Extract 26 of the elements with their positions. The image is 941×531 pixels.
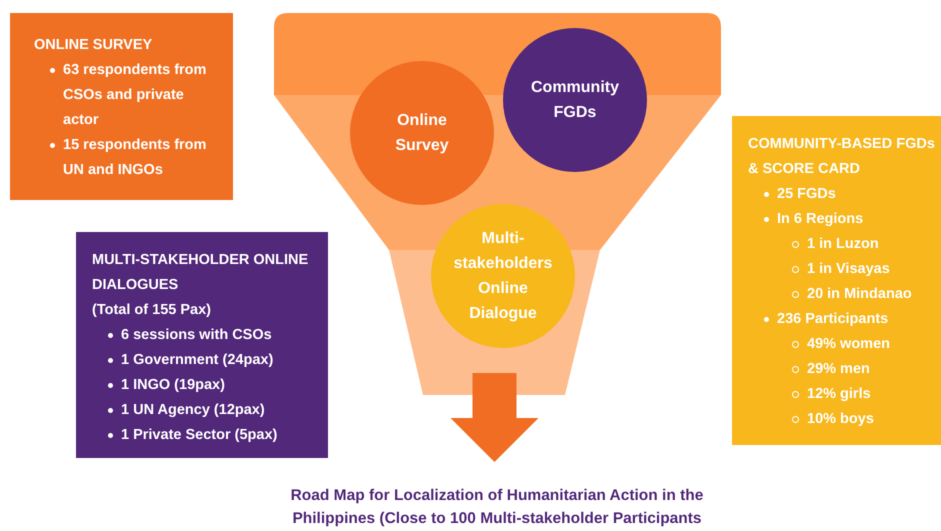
list-item: 10% boys bbox=[807, 410, 874, 429]
list-item: 1 INGO (19pax) bbox=[121, 376, 225, 395]
list-item: In 6 Regions bbox=[777, 210, 864, 229]
list-item: 236 Participants bbox=[777, 310, 888, 329]
list-item: 25 FGDs bbox=[777, 185, 836, 204]
list-item: 29% men bbox=[807, 360, 870, 379]
list-item: 6 sessions with CSOs bbox=[121, 326, 272, 345]
list-item: 12% girls bbox=[807, 385, 871, 404]
list-item: 49% women bbox=[807, 335, 890, 354]
result-text: Road Map for Localization of Humanitarian Action in the Philippines (Close to 100 Multi-stakeholder Participants bbox=[290, 486, 704, 529]
list-item: 1 Private Sector (5pax) bbox=[121, 426, 278, 445]
list-item: 20 in Mindanao bbox=[807, 285, 912, 304]
block-arrow bbox=[450, 373, 538, 462]
card-heading: COMMUNITY-BASED FGDs & SCORE CARD bbox=[748, 135, 936, 179]
list-item: 1 in Visayas bbox=[807, 260, 890, 279]
list-item: 1 Government (24pax) bbox=[121, 351, 274, 370]
info-card bbox=[10, 13, 233, 200]
list-item: 15 respondents from UN and INGOs bbox=[63, 136, 208, 180]
info-card bbox=[732, 116, 941, 445]
list-item: 63 respondents from CSOs and private actor bbox=[63, 61, 208, 130]
card-heading: MULTI-STAKEHOLDER ONLINE DIALOGUES bbox=[92, 251, 310, 295]
info-card bbox=[76, 232, 328, 458]
card-heading: ONLINE SURVEY bbox=[34, 36, 154, 55]
card-heading: (Total of 155 Pax) bbox=[92, 301, 212, 320]
list-item: 1 in Luzon bbox=[807, 235, 879, 254]
list-item: 1 UN Agency (12pax) bbox=[121, 401, 265, 420]
